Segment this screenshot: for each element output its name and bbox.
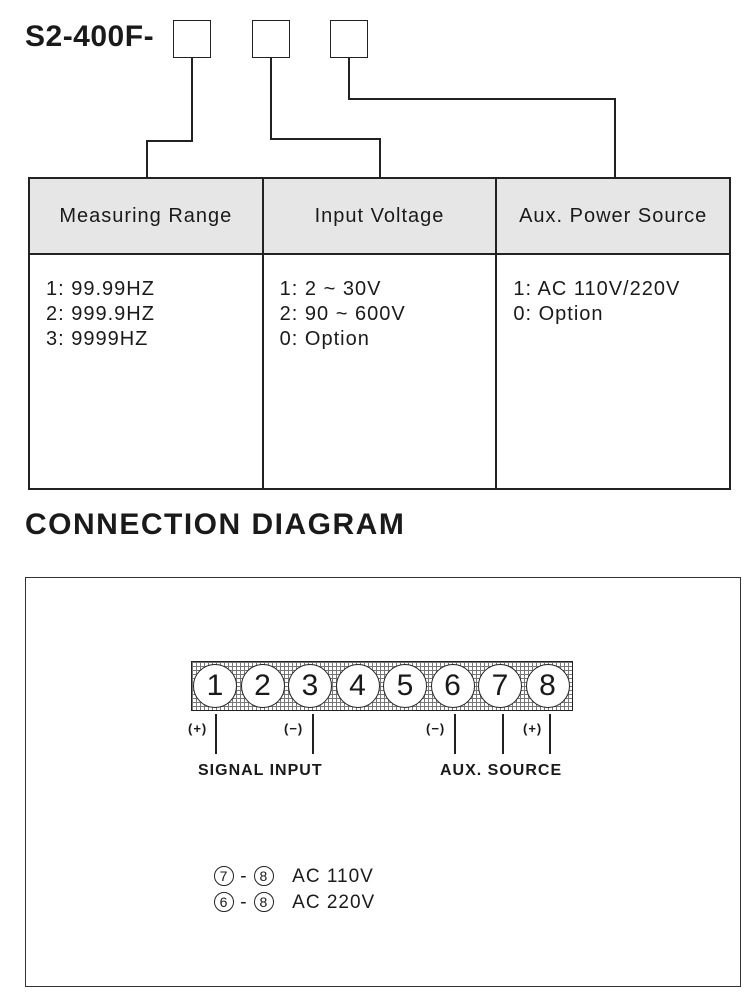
option-item: 1: 2 ~ 30V [279, 278, 382, 300]
input-voltage-header: Input Voltage [263, 179, 496, 255]
aux-source-label: AUX. SOURCE [440, 762, 563, 779]
connection-diagram-title: CONNECTION DIAGRAM [25, 508, 406, 541]
terminal-ref: 8 [253, 866, 274, 886]
terminal-ref: 8 [253, 892, 274, 912]
aux-power-connector [348, 58, 616, 178]
aux-power-options: 1: AC 110V/220V 0: Option [497, 255, 729, 327]
terminal-3-lead [312, 714, 314, 754]
terminal-block: 1 2 3 4 5 6 7 8 [191, 661, 573, 711]
terminal-8: 8 [525, 662, 573, 709]
input-voltage-column: Input Voltage 1: 2 ~ 30V 2: 90 ~ 600V 0:… [261, 179, 496, 488]
measuring-range-options: 1: 99.99HZ 2: 999.9HZ 3: 9999HZ [30, 255, 262, 352]
terminal-6-polarity: (−) [426, 721, 446, 736]
terminal-3-polarity: (−) [284, 721, 304, 736]
terminal-number: 7 [478, 664, 522, 708]
code-connector-lines [146, 58, 616, 178]
connection-diagram-frame [25, 577, 741, 987]
terminal-5: 5 [382, 662, 430, 709]
terminal-number: 5 [383, 664, 427, 708]
terminal-number: 1 [193, 664, 237, 708]
measuring-range-connector [146, 58, 193, 178]
option-item: 0: Option [279, 328, 370, 350]
terminal-ref: 6 [214, 892, 234, 912]
terminal-7-lead [502, 714, 504, 754]
terminal-2: 2 [240, 662, 288, 709]
wiring-note-110v: 7 - 8 AC 110V [214, 866, 374, 888]
terminal-8-polarity: (+) [523, 721, 543, 736]
terminal-number: 2 [240, 664, 285, 708]
option-item: 3: 9999HZ [46, 328, 149, 350]
terminal-4: 4 [335, 662, 383, 709]
wiring-note-label: AC 110V [292, 866, 374, 887]
model-code-prefix: S2-400F- [25, 20, 155, 53]
terminal-ref: 7 [214, 866, 234, 886]
terminal-1-lead [215, 714, 217, 754]
wiring-note-label: AC 220V [292, 892, 376, 913]
measuring-range-header: Measuring Range [30, 179, 262, 255]
terminal-6-lead [454, 714, 456, 754]
terminal-1-polarity: (+) [188, 721, 208, 736]
terminal-6: 6 [430, 662, 478, 709]
measuring-range-column: Measuring Range 1: 99.99HZ 2: 999.9HZ 3:… [30, 179, 262, 488]
terminal-number: 8 [525, 664, 570, 708]
input-voltage-code-box [252, 20, 290, 58]
terminal-number: 3 [288, 664, 332, 708]
option-item: 1: AC 110V/220V [513, 278, 681, 300]
option-item: 2: 999.9HZ [46, 303, 155, 325]
terminal-number: 6 [430, 664, 475, 708]
terminal-8-lead [549, 714, 551, 754]
input-voltage-connector [270, 58, 381, 178]
option-item: 0: Option [513, 303, 604, 325]
wiring-note-220v: 6 - 8 AC 220V [214, 892, 375, 914]
aux-power-column: Aux. Power Source 1: AC 110V/220V 0: Opt… [495, 179, 730, 488]
terminal-1: 1 [192, 662, 240, 709]
signal-input-label: SIGNAL INPUT [198, 762, 323, 779]
option-item: 2: 90 ~ 600V [279, 303, 406, 325]
terminal-number: 4 [335, 664, 380, 708]
terminal-7: 7 [477, 662, 525, 709]
aux-power-header: Aux. Power Source [497, 179, 730, 255]
aux-power-code-box [330, 20, 368, 58]
option-item: 1: 99.99HZ [46, 278, 155, 300]
input-voltage-options: 1: 2 ~ 30V 2: 90 ~ 600V 0: Option [264, 255, 496, 352]
measuring-range-code-box [173, 20, 211, 58]
option-table: Measuring Range 1: 99.99HZ 2: 999.9HZ 3:… [28, 177, 731, 490]
terminal-3: 3 [287, 662, 335, 709]
